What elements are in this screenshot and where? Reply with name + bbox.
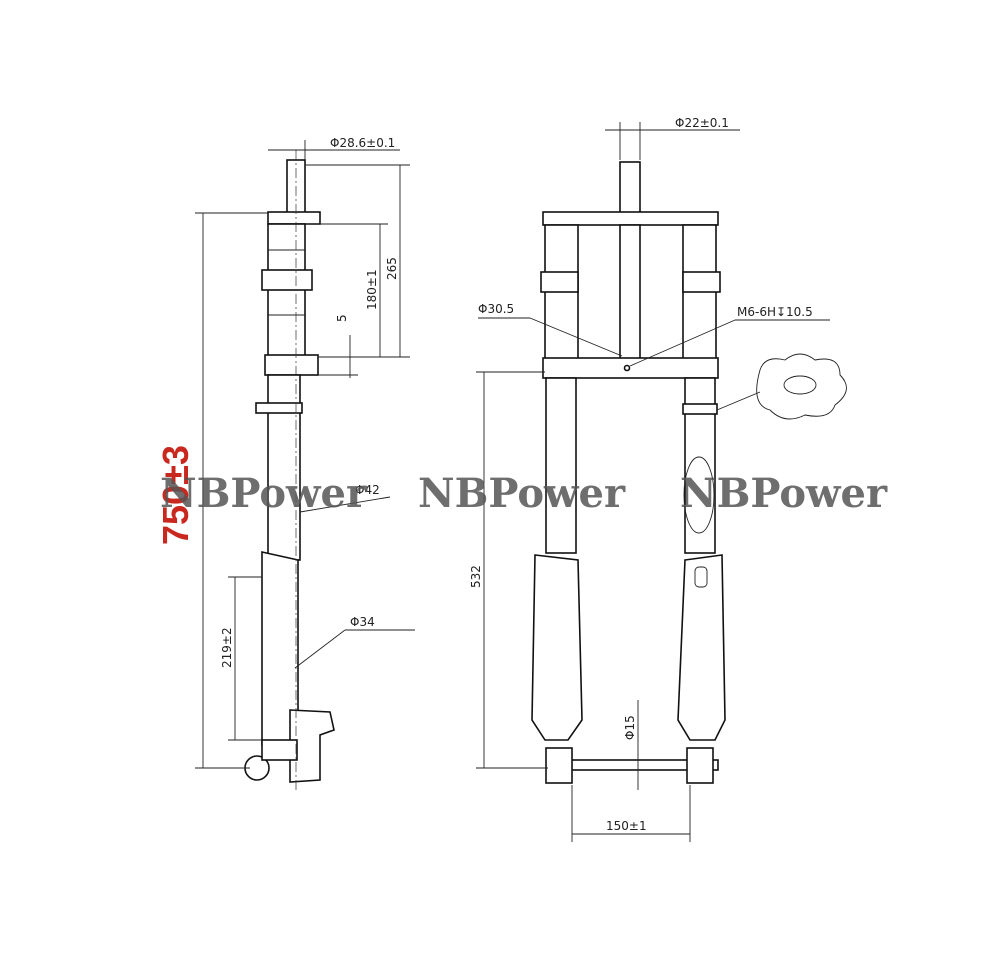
dim-219: 219±2 — [220, 627, 234, 668]
front-view — [531, 161, 847, 784]
watermark: NBPower — [160, 470, 368, 517]
dim-thread: M6-6H↧10.5 — [737, 305, 813, 319]
dim-crown-bore: Φ30.5 — [478, 302, 514, 316]
dimension-lines — [195, 122, 830, 842]
dim-265: 265 — [385, 257, 399, 280]
watermark: NBPower — [680, 470, 888, 517]
dim-180: 180±1 — [365, 269, 379, 310]
watermark: NBPower — [418, 470, 626, 517]
side-view — [244, 150, 335, 790]
dim-steerer-side: Φ28.6±0.1 — [330, 136, 395, 150]
dim-steerer-front: Φ22±0.1 — [675, 116, 729, 130]
dim-axle: Φ15 — [623, 715, 637, 740]
dim-lower-tube: Φ34 — [350, 615, 375, 629]
dim-upper-tube: Φ42 — [355, 483, 380, 497]
dim-overall-length: 750±3 — [155, 445, 196, 545]
dim-hub-width: 150±1 — [606, 819, 647, 833]
dim-532: 532 — [469, 565, 483, 588]
dim-5: 5 — [335, 314, 349, 322]
